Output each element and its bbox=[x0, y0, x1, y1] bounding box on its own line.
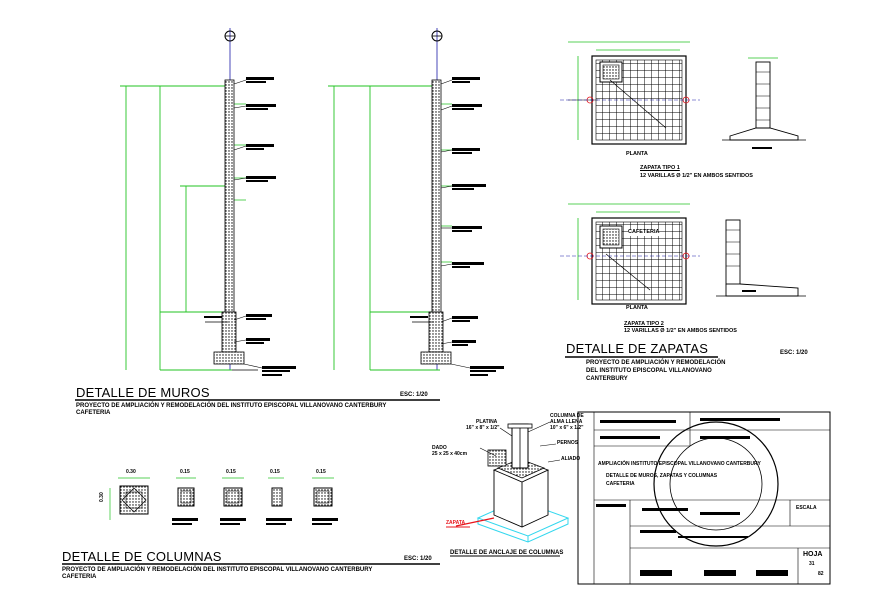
column-dim-4: 0.15 bbox=[270, 469, 280, 475]
muros-scale: ESC: 1/20 bbox=[400, 392, 428, 398]
zapata-tipo-2: ZAPATA TIPO 2 bbox=[624, 321, 664, 327]
anclaje-columna-1: COLUMNA DE bbox=[550, 413, 584, 419]
cartouche-project-2: DETALLE DE MUROS, ZAPATAS Y COLUMNAS bbox=[606, 473, 718, 479]
column-side-dim: 0.30 bbox=[99, 492, 105, 502]
muros-title: DETALLE DE MUROS bbox=[76, 385, 210, 400]
zapatas-title: DETALLE DE ZAPATAS bbox=[566, 341, 709, 356]
anclaje-platina-1: PLATINA bbox=[476, 419, 498, 425]
zapata-cafeteria-tag: CAFETERIA bbox=[628, 229, 660, 236]
anclaje-columna-2: ALMA LLENA bbox=[550, 419, 583, 425]
seal-outer bbox=[653, 421, 779, 547]
anclaje-aliado: ALIADO bbox=[561, 456, 581, 462]
footing-plan-1 bbox=[560, 41, 700, 145]
columnas-title: DETALLE DE COLUMNAS bbox=[62, 549, 222, 564]
columnas-subtitle-2: CAFETERIA bbox=[62, 574, 97, 580]
column-dim-5: 0.15 bbox=[316, 469, 326, 475]
zapata-tipo-2-spec: 12 VARILLAS Ø 1/2" EN AMBOS SENTIDOS bbox=[624, 328, 737, 334]
zapata-tipo-1-spec: 12 VARILLAS Ø 1/2" EN AMBOS SENTIDOS bbox=[640, 173, 753, 179]
cartouche-hoja-label: HOJA bbox=[803, 551, 823, 558]
anclaje-zapata: ZAPATA bbox=[446, 520, 466, 526]
column-dim-3: 0.15 bbox=[226, 469, 236, 475]
zapatas-subtitle-2: DEL INSTITUTO EPISCOPAL VILLANOVANO bbox=[586, 368, 712, 374]
anclaje-pernos: PERNOS bbox=[557, 440, 579, 446]
cartouche-project-3: CAFETERIA bbox=[606, 481, 635, 487]
anclaje-platina-2: 16" x 8" x 1/2" bbox=[466, 425, 500, 431]
cartouche-field: ESCALA bbox=[796, 505, 817, 511]
anclaje-columna-3: 10" x 6" x 1/2" bbox=[550, 425, 584, 431]
wall-section-left bbox=[120, 28, 296, 376]
footing-section-1 bbox=[722, 57, 806, 149]
cartouche-project-1: AMPLIACIÓN INSTITUTO EPISCOPAL VILLANOVA… bbox=[598, 461, 761, 467]
zapatas-subtitle-1: PROYECTO DE AMPLIACIÓN Y REMODELACIÓN bbox=[586, 360, 726, 366]
zapata-tipo-1: ZAPATA TIPO 1 bbox=[640, 165, 680, 171]
muros-subtitle-2: CAFETERIA bbox=[76, 410, 111, 416]
anclaje-dado-2: 25 x 25 x 40cm bbox=[432, 451, 468, 457]
cartouche-hoja-total: 82 bbox=[818, 571, 824, 577]
columnas-subtitle-1: PROYECTO DE AMPLIACIÓN Y REMODELACIÓN DE… bbox=[62, 567, 373, 573]
cartouche-hoja-num: 31 bbox=[809, 561, 815, 567]
anchor-detail-3d bbox=[446, 421, 570, 543]
zapatas-scale: ESC: 1/20 bbox=[780, 350, 808, 356]
footing-plan-2 bbox=[560, 203, 700, 305]
footing-section-2 bbox=[716, 219, 806, 297]
wall-section-right bbox=[328, 28, 504, 376]
muros-subtitle-1: PROYECTO DE AMPLIACIÓN Y REMODELACIÓN DE… bbox=[76, 403, 387, 409]
zapata-planta-1: PLANTA bbox=[626, 151, 648, 157]
columnas-scale: ESC: 1/20 bbox=[404, 556, 432, 562]
column-sections bbox=[109, 477, 338, 525]
title-block bbox=[577, 411, 831, 585]
zapata-planta-2: PLANTA bbox=[626, 305, 648, 311]
column-dim-2: 0.15 bbox=[180, 469, 190, 475]
zapatas-subtitle-3: CANTERBURY bbox=[586, 376, 628, 382]
anclaje-title: DETALLE DE ANCLAJE DE COLUMNAS bbox=[450, 550, 564, 556]
anclaje-dado-1: DADO bbox=[432, 445, 447, 451]
column-dim-1: 0.30 bbox=[126, 469, 136, 475]
